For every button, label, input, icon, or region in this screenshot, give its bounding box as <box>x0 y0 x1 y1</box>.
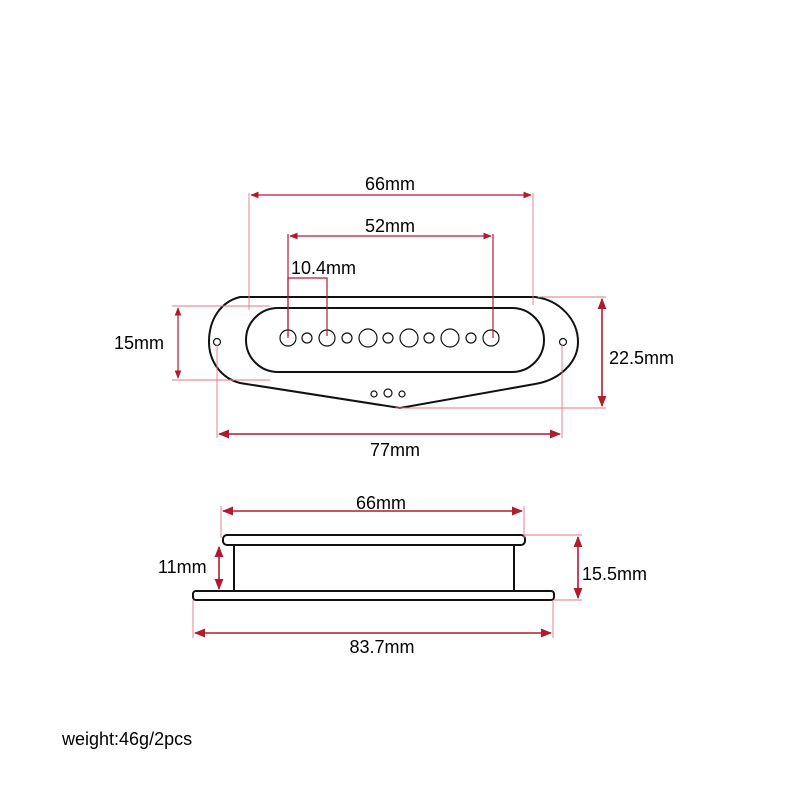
side-body <box>233 544 515 592</box>
weight-label: weight:46g/2pcs <box>62 729 193 749</box>
pole-hole <box>423 332 435 344</box>
bobbin-cover <box>245 307 545 373</box>
side-base-plate <box>192 590 555 601</box>
mounting-hole-right <box>558 337 568 347</box>
label-15mm: 15mm <box>114 333 164 353</box>
label-83-7mm: 83.7mm <box>349 637 414 657</box>
pole-piece <box>482 329 500 347</box>
top-view: 66mm 52mm 10.4mm 15mm 22.5mm 77mm <box>114 174 674 460</box>
lead-hole <box>370 390 378 398</box>
pole-hole <box>341 332 353 344</box>
pole-piece <box>440 328 460 348</box>
pole-piece <box>358 328 378 348</box>
label-66mm-top: 66mm <box>365 174 415 194</box>
label-10-4mm: 10.4mm <box>291 258 356 278</box>
lead-hole <box>398 390 406 398</box>
mounting-hole-left <box>212 337 222 347</box>
pole-hole <box>465 332 477 344</box>
side-view: 66mm 11mm 15.5mm 83.7mm <box>158 493 647 657</box>
pole-pieces <box>279 328 500 348</box>
label-52mm: 52mm <box>365 216 415 236</box>
pole-piece <box>399 328 419 348</box>
label-15-5mm: 15.5mm <box>582 564 647 584</box>
label-11mm: 11mm <box>158 557 207 577</box>
top-plate-outline <box>207 296 580 410</box>
pole-hole <box>382 332 394 344</box>
pole-hole <box>301 332 313 344</box>
label-77mm: 77mm <box>370 440 420 460</box>
dim-bracket-10-4mm <box>287 277 328 336</box>
label-66mm-side: 66mm <box>356 493 406 513</box>
lead-hole <box>383 388 393 398</box>
label-22-5mm: 22.5mm <box>609 348 674 368</box>
side-top-cap <box>222 534 526 546</box>
